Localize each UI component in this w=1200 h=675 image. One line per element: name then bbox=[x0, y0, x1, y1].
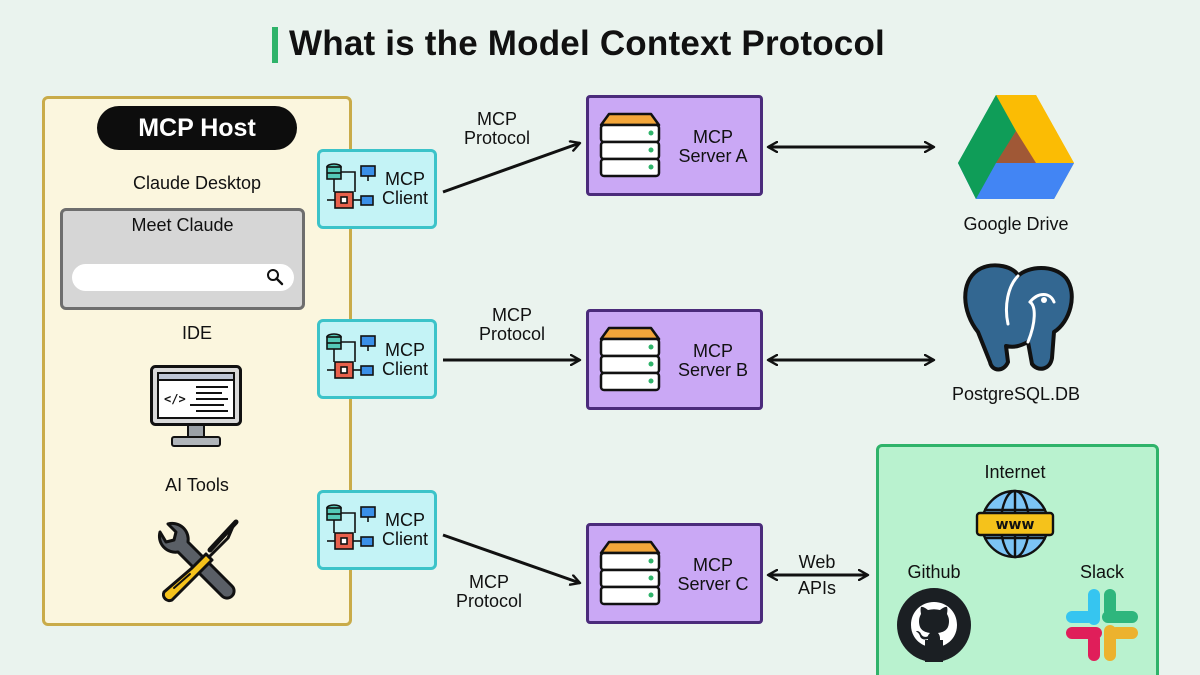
svg-text:</>: </> bbox=[164, 392, 186, 406]
search-icon bbox=[267, 269, 284, 286]
mcp-client-3 bbox=[317, 490, 437, 570]
ide-monitor-icon: </> bbox=[150, 365, 242, 447]
web-apis-label: Web APIs bbox=[797, 552, 836, 598]
mcp-host-pill: MCP Host bbox=[97, 106, 297, 150]
google-drive-icon bbox=[958, 95, 1074, 199]
github-label: Github bbox=[907, 562, 961, 582]
slack-icon bbox=[1066, 589, 1138, 661]
postgresql-label: PostgreSQL.DB bbox=[951, 384, 1081, 404]
claude-desktop-window bbox=[60, 208, 305, 310]
claude-window-title: Meet Claude bbox=[131, 215, 234, 235]
ai-tools-label: AI Tools bbox=[165, 475, 229, 495]
mcp-client-2 bbox=[317, 319, 437, 399]
postgresql-elephant-icon bbox=[963, 263, 1074, 372]
github-icon bbox=[897, 588, 971, 662]
mcp-client-1 bbox=[317, 149, 437, 229]
google-drive-label: Google Drive bbox=[963, 214, 1069, 234]
slack-label: Slack bbox=[1079, 562, 1124, 582]
network-icon bbox=[326, 333, 376, 379]
svg-text:www: www bbox=[996, 517, 1035, 533]
ide-label: IDE bbox=[181, 323, 212, 343]
server-stack-icon bbox=[599, 112, 661, 178]
server-stack-icon bbox=[599, 540, 661, 606]
network-icon bbox=[326, 163, 376, 209]
globe-icon: www bbox=[975, 489, 1055, 559]
internet-label: Internet bbox=[984, 462, 1046, 482]
claude-desktop-label: Claude Desktop bbox=[132, 173, 262, 193]
title-accent-bar bbox=[272, 27, 278, 63]
server-stack-icon bbox=[599, 326, 661, 392]
network-icon bbox=[326, 504, 376, 550]
mcp-host-panel bbox=[42, 96, 352, 626]
page-title: What is the Model Context Protocol bbox=[289, 24, 885, 63]
claude-search-input[interactable] bbox=[72, 264, 294, 291]
tools-icon bbox=[157, 519, 239, 603]
